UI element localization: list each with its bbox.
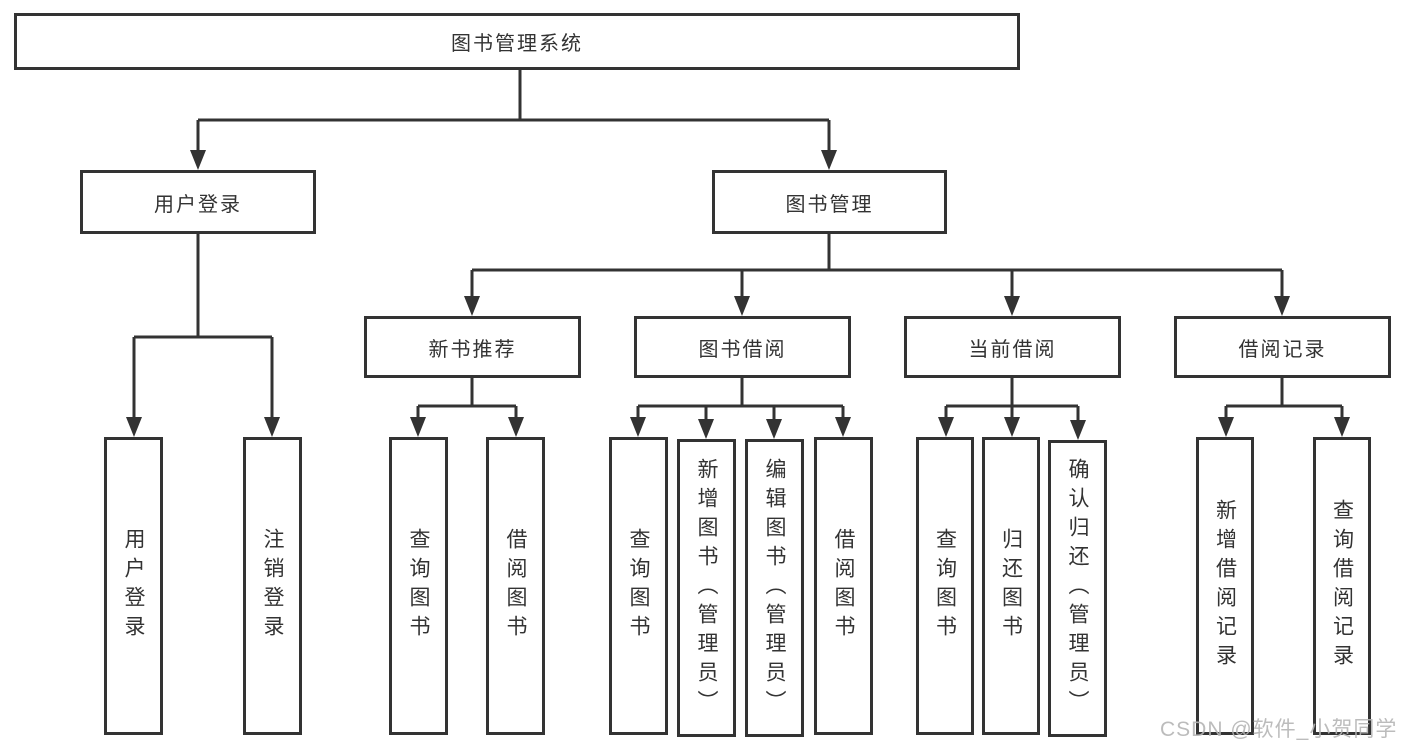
node-root: 图书管理系统 — [14, 13, 1020, 70]
leaf-current-confirm-return-admin: 确认归还（管理员） — [1048, 440, 1107, 737]
leaf-logout: 注销登录 — [243, 437, 302, 735]
leaf-records-add-record-label: 新增借阅记录 — [1213, 499, 1237, 673]
leaf-newrec-query-books-label: 查询图书 — [407, 528, 430, 644]
node-book-borrow-label: 图书借阅 — [698, 338, 787, 361]
node-user-login-label: 用户登录 — [154, 193, 242, 216]
leaf-newrec-borrow-books: 借阅图书 — [486, 437, 545, 735]
leaf-borrow-add-books-admin: 新增图书（管理员） — [677, 439, 736, 737]
leaf-current-return-books: 归还图书 — [982, 437, 1040, 735]
leaf-borrow-borrow-books: 借阅图书 — [814, 437, 873, 735]
leaf-user-login-label: 用户登录 — [122, 528, 145, 644]
leaf-user-login: 用户登录 — [104, 437, 163, 735]
arrowheads — [126, 150, 1350, 440]
node-new-book-recommend-label: 新书推荐 — [428, 338, 517, 361]
node-borrow-records: 借阅记录 — [1174, 316, 1391, 378]
node-borrow-records-label: 借阅记录 — [1238, 338, 1327, 361]
leaf-newrec-borrow-books-label: 借阅图书 — [504, 528, 527, 644]
leaf-current-return-books-label: 归还图书 — [999, 528, 1023, 644]
node-book-borrow: 图书借阅 — [634, 316, 851, 378]
node-book-management: 图书管理 — [712, 170, 947, 234]
node-new-book-recommend: 新书推荐 — [364, 316, 581, 378]
leaf-current-query-books-label: 查询图书 — [933, 528, 957, 644]
node-book-management-label: 图书管理 — [785, 193, 874, 216]
leaf-borrow-edit-books-admin: 编辑图书（管理员） — [745, 439, 804, 737]
leaf-newrec-query-books: 查询图书 — [389, 437, 448, 735]
leaf-borrow-add-books-admin-label: 新增图书（管理员） — [695, 457, 718, 719]
connector-path — [132, 69, 1344, 422]
leaf-current-query-books: 查询图书 — [916, 437, 974, 735]
node-user-login: 用户登录 — [80, 170, 316, 234]
node-current-borrow: 当前借阅 — [904, 316, 1121, 378]
node-current-borrow-label: 当前借阅 — [968, 338, 1057, 361]
leaf-current-confirm-return-admin-label: 确认归还（管理员） — [1066, 458, 1089, 719]
leaf-borrow-query-books: 查询图书 — [609, 437, 668, 735]
node-root-label: 图书管理系统 — [451, 33, 583, 55]
leaf-records-query-record-label: 查询借阅记录 — [1330, 499, 1354, 673]
leaf-logout-label: 注销登录 — [261, 528, 284, 644]
leaf-borrow-query-books-label: 查询图书 — [627, 528, 650, 644]
leaf-borrow-borrow-books-label: 借阅图书 — [832, 528, 855, 644]
leaf-borrow-edit-books-admin-label: 编辑图书（管理员） — [763, 457, 786, 719]
watermark: CSDN @软件_小贺同学 — [1160, 718, 1398, 741]
leaf-records-add-record: 新增借阅记录 — [1196, 437, 1254, 735]
leaf-records-query-record: 查询借阅记录 — [1313, 437, 1371, 735]
